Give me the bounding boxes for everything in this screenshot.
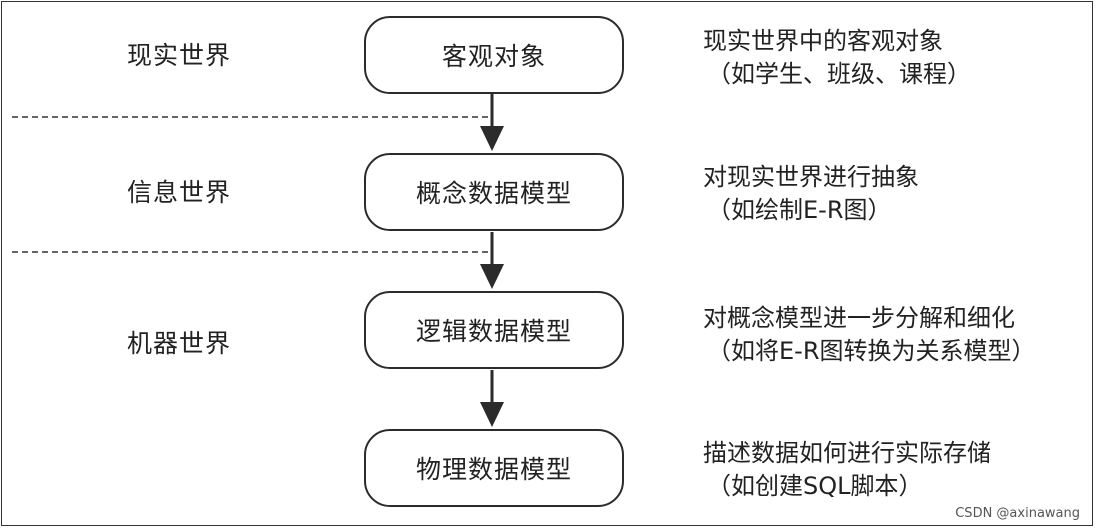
arrow-2 [480, 232, 504, 289]
description-conceptual-model: 对现实世界进行抽象 （如绘制E-R图） [703, 161, 919, 227]
description-objective-object: 现实世界中的客观对象 （如学生、班级、课程） [703, 25, 971, 91]
world-label-information: 信息世界 [127, 178, 232, 207]
description-line: 对现实世界进行抽象 [703, 163, 919, 191]
description-line: 现实世界中的客观对象 [703, 27, 943, 55]
description-example: （如绘制E-R图） [707, 196, 892, 224]
node-logical-model: 逻辑数据模型 [364, 291, 624, 369]
description-example: （如将E-R图转换为关系模型） [707, 337, 1036, 365]
description-physical-model: 描述数据如何进行实际存储 （如创建SQL脚本） [703, 437, 991, 503]
world-label-machine: 机器世界 [127, 329, 232, 358]
description-line: 描述数据如何进行实际存储 [703, 439, 991, 467]
description-example: （如创建SQL脚本） [707, 472, 923, 500]
arrow-1 [480, 94, 504, 151]
node-physical-model: 物理数据模型 [364, 429, 624, 507]
world-label-real: 现实世界 [127, 41, 232, 70]
arrow-3 [480, 370, 504, 427]
node-objective-object: 客观对象 [364, 16, 624, 94]
description-line: 对概念模型进一步分解和细化 [703, 304, 1015, 332]
watermark: CSDN @axinawang [955, 506, 1080, 521]
description-logical-model: 对概念模型进一步分解和细化 （如将E-R图转换为关系模型） [703, 302, 1036, 368]
description-example: （如学生、班级、课程） [707, 60, 971, 88]
node-conceptual-model: 概念数据模型 [364, 153, 624, 231]
